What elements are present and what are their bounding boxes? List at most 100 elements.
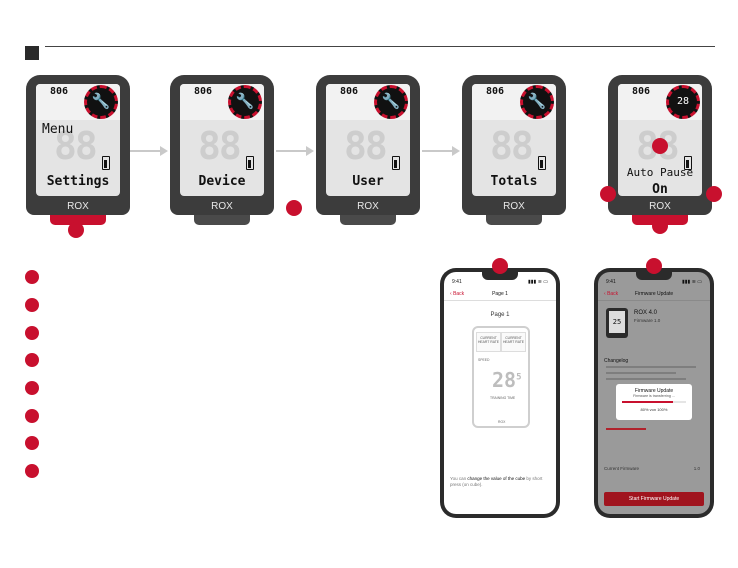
battery-icon [246, 156, 254, 170]
list-bullet [25, 270, 39, 284]
device-mount [50, 215, 106, 225]
status-time: 9:41 [452, 279, 462, 285]
changelog-link[interactable] [606, 428, 646, 430]
changelog-line [606, 372, 676, 374]
screen-label: Auto Pause [626, 166, 694, 179]
device-mount [194, 215, 250, 225]
device-brand: ROX [503, 201, 525, 212]
list-bullet [25, 381, 39, 395]
wrench-icon: 🔧 [520, 85, 554, 119]
device-menu-settings: 806 🔧 88 Menu Settings ROX [26, 75, 130, 227]
status-time: 9:41 [606, 279, 616, 285]
device-thumbnail: 25 [606, 308, 628, 338]
device-firmware: Firmware 1.0 [634, 318, 661, 323]
list-bullet [25, 464, 39, 478]
current-firmware-label: Current Firmware [604, 466, 640, 471]
list-bullet [25, 436, 39, 450]
section-rule [45, 46, 715, 47]
page-label: Page 1 [490, 312, 510, 318]
device-body: 806 🔧 88 Menu Settings ROX [26, 75, 130, 215]
screen-label: Totals [490, 174, 538, 189]
device-screen: 806 🔧 88 User [326, 84, 410, 196]
preview-brand: ROX [498, 420, 506, 424]
changelog-title: Changelog [604, 358, 629, 364]
nav-divider [598, 300, 710, 301]
progress-track [622, 401, 686, 403]
speed-label: SPEED [478, 358, 490, 362]
page-preview: CURRENT HEART RATE CURRENT HEART RATE SP… [472, 326, 530, 428]
screen-big-digits: 88 [344, 124, 388, 168]
changelog-line [606, 378, 686, 380]
cube-heart-rate-a[interactable]: CURRENT HEART RATE [476, 332, 501, 352]
arrow-icon [130, 146, 168, 156]
changelog-line [606, 366, 696, 368]
phone-notch [482, 272, 518, 280]
list-bullet [25, 353, 39, 367]
phone-notch [636, 272, 672, 280]
progress-fill [622, 401, 674, 403]
nav-title: Firmware Update [634, 291, 674, 297]
screen-clock: 806 [194, 86, 213, 97]
device-body: 806 🔧 88 Totals ROX [462, 75, 566, 215]
modal-title: Firmware Update [634, 388, 674, 394]
device-mount [486, 215, 542, 225]
status-icons: ▮▮▮ ≋ ▭ [528, 279, 548, 285]
left-button-marker [600, 186, 616, 202]
device-brand: ROX [67, 201, 89, 212]
device-brand: ROX [649, 201, 671, 212]
device-brand: ROX [357, 201, 379, 212]
arrow-icon [422, 146, 460, 156]
screen-big-digits: 88 [54, 124, 98, 168]
device-mount [340, 215, 396, 225]
back-button[interactable]: ‹ Back [450, 291, 465, 297]
device-totals: 806 🔧 88 Totals ROX [462, 75, 566, 227]
device-screen: 806 🔧 88 Device [180, 84, 264, 196]
nav-title: Page 1 [492, 291, 508, 297]
back-button[interactable]: ‹ Back [604, 291, 619, 297]
side-button-marker [286, 200, 302, 216]
device-screen: 806 🔧 88 Menu Settings [36, 84, 120, 196]
bottom-button-marker [652, 218, 668, 234]
screen-button-marker [652, 138, 668, 154]
wrench-icon: 🔧 [84, 85, 118, 119]
phone-marker [492, 258, 508, 274]
nav-divider [444, 300, 556, 301]
screen-clock: 806 [632, 86, 651, 97]
device-body: 806 28 88 Auto Pause On ROX [608, 75, 712, 215]
device-brand: ROX [211, 201, 233, 212]
device-body: 806 🔧 88 Device ROX [170, 75, 274, 215]
bottom-button-marker [68, 222, 84, 238]
screen-clock: 806 [486, 86, 505, 97]
device-screen: 806 28 88 Auto Pause On [618, 84, 702, 196]
device-device: 806 🔧 88 Device ROX [170, 75, 274, 227]
modal-subtitle: Firmware is transferring ... [633, 394, 675, 398]
firmware-modal: Firmware Update Firmware is transferring… [616, 384, 692, 420]
right-button-marker [706, 186, 722, 202]
training-time-label: TRAINING TIME [490, 396, 516, 400]
device-body: 806 🔧 88 User ROX [316, 75, 420, 215]
start-update-button[interactable]: Start Firmware Update [604, 492, 704, 506]
phone-page-editor: 9:41 ▮▮▮ ≋ ▭ ‹ Back Page 1 Page 1 CURREN… [440, 268, 560, 518]
screen-big-digits: 88 [198, 124, 242, 168]
device-screen: 806 🔧 88 Totals [472, 84, 556, 196]
phone-marker [646, 258, 662, 274]
list-bullet [25, 326, 39, 340]
wrench-icon: 🔧 [374, 85, 408, 119]
battery-icon [684, 156, 692, 170]
speed-value[interactable]: 285 [492, 368, 522, 392]
arrow-icon [276, 146, 314, 156]
screen-label: Settings [46, 174, 110, 189]
phone-firmware-update: 9:41 ▮▮▮ ≋ ▭ ‹ Back Firmware Update 25 R… [594, 268, 714, 518]
hint-text: You can change the value of the cube by … [450, 476, 543, 487]
screen-big-digits: 88 [490, 124, 534, 168]
screen-label: User [352, 174, 384, 189]
battery-icon [102, 156, 110, 170]
wrench-icon: 🔧 [228, 85, 262, 119]
screen-clock: 806 [50, 86, 69, 97]
list-bullet [25, 409, 39, 423]
current-firmware-value: 1.0 [693, 466, 700, 471]
phone-screen: 9:41 ▮▮▮ ≋ ▭ ‹ Back Firmware Update 25 R… [598, 272, 710, 514]
status-icons: ▮▮▮ ≋ ▭ [682, 279, 702, 285]
cube-heart-rate-b[interactable]: CURRENT HEART RATE [501, 332, 526, 352]
phone-screen: 9:41 ▮▮▮ ≋ ▭ ‹ Back Page 1 Page 1 CURREN… [444, 272, 556, 514]
